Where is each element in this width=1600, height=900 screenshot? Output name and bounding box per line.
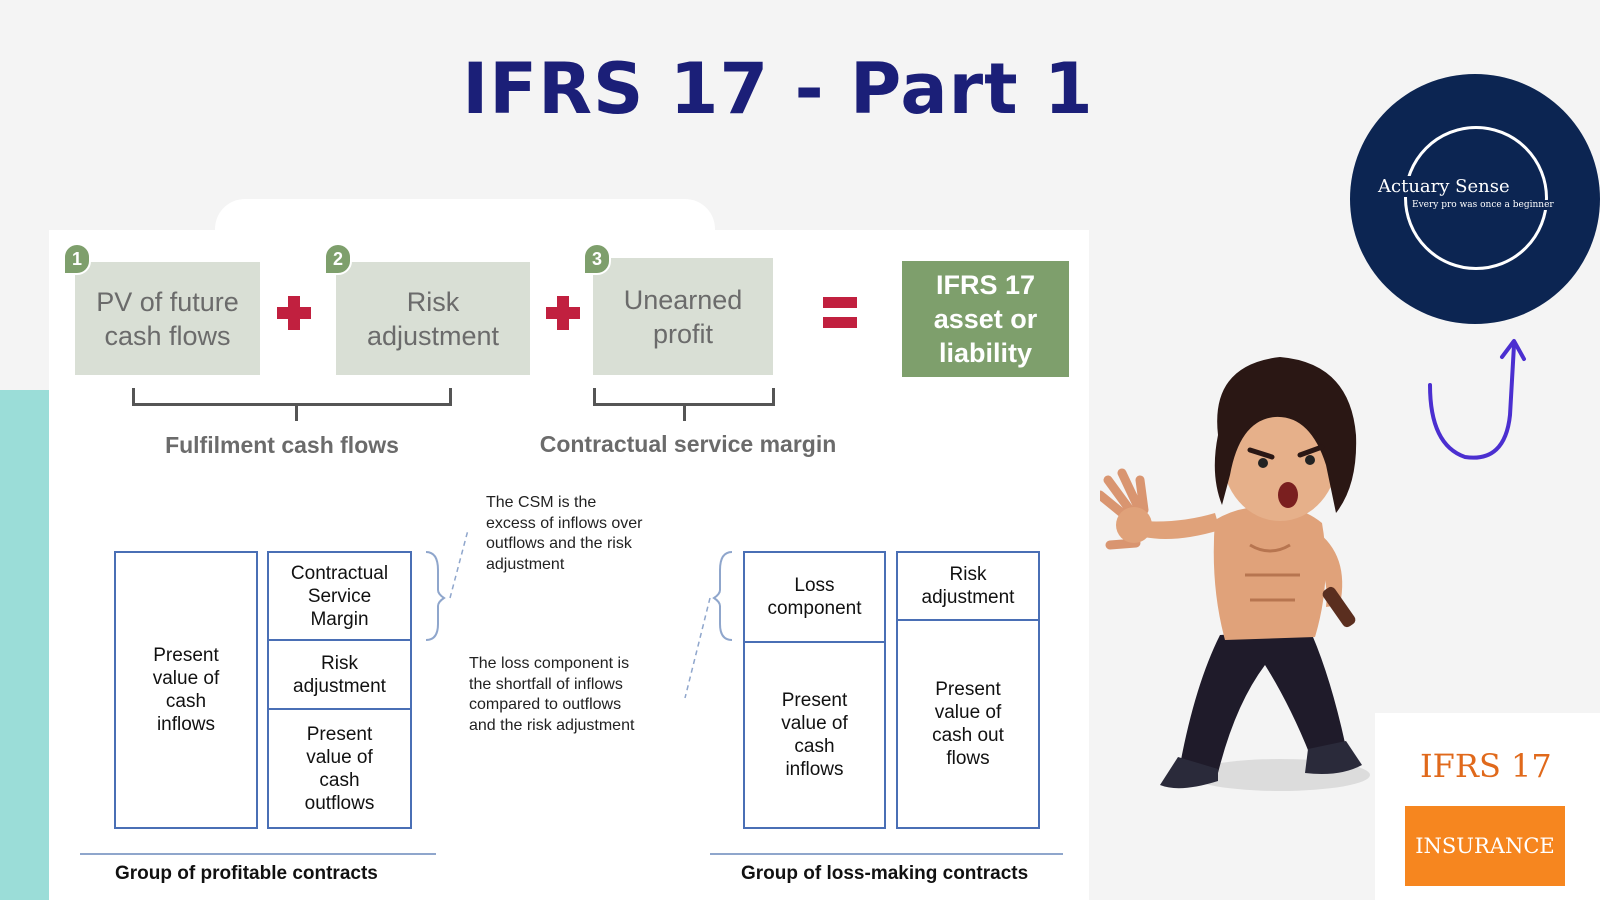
logo-name: Actuary Sense <box>1374 176 1514 197</box>
loss-component-note: The loss component is the shortfall of i… <box>469 655 635 734</box>
ifrs17-result-box: IFRS 17 asset or liability <box>902 261 1069 377</box>
profitable-group-label: Group of profitable contracts <box>115 863 378 884</box>
ifrs17-insurance-card: IFRS 17 INSURANCE <box>1375 713 1600 900</box>
csm-cell: Contractual Service Margin <box>267 551 412 641</box>
risk-adjustment-label: Risk adjustment <box>366 286 500 351</box>
logo-tagline: Every pro was once a beginner <box>1410 200 1556 210</box>
contractual-service-margin-label: Contractual service margin <box>539 431 837 457</box>
pv-future-cash-flows-box: PV of future cash flows <box>75 262 260 375</box>
teal-accent-strip <box>0 390 49 900</box>
pv-cash-inflows-cell: Present value of cash inflows <box>114 551 258 829</box>
loss-component-cell: Loss component <box>743 551 886 643</box>
actuary-sense-logo: Actuary Sense Every pro was once a begin… <box>1350 74 1600 324</box>
csm-callout-brace <box>425 551 446 641</box>
equals-icon <box>823 297 857 329</box>
plus-icon <box>546 296 580 330</box>
curved-arrow-icon <box>1428 339 1526 460</box>
csm-brace <box>593 388 775 406</box>
loss-making-divider <box>710 853 1063 855</box>
risk-adjustment-box: Risk adjustment <box>336 262 530 375</box>
loss-callout-brace <box>712 551 733 641</box>
step-2-badge: 2 <box>324 243 352 275</box>
profitable-divider <box>80 853 436 855</box>
plus-icon <box>277 296 311 330</box>
step-3-badge: 3 <box>583 243 611 275</box>
csm-callout-line <box>449 530 469 599</box>
cartoon-fighter-illustration <box>1100 357 1370 791</box>
annotation-connectors <box>425 530 733 699</box>
loss-risk-adjustment-cell: Risk adjustment <box>896 551 1040 621</box>
ifrs17-result-label: IFRS 17 asset or liability <box>933 270 1038 368</box>
ifrs17-card-title: IFRS 17 <box>1420 747 1552 785</box>
fulfilment-cash-flows-label: Fulfilment cash flows <box>165 432 399 458</box>
fulfilment-brace-stem <box>295 405 298 421</box>
pv-future-cash-flows-label: PV of future cash flows <box>96 286 239 351</box>
risk-adjustment-cell: Risk adjustment <box>267 639 412 710</box>
loss-making-group-label: Group of loss-making contracts <box>741 863 1029 884</box>
pv-cash-out-flows-cell: Present value of cash out flows <box>896 619 1040 829</box>
step-1-badge: 1 <box>63 243 91 275</box>
loss-pv-cash-inflows-cell: Present value of cash inflows <box>743 641 886 829</box>
pv-cash-outflows-cell: Present value of cash outflows <box>267 708 412 829</box>
unearned-profit-box: Unearned profit <box>593 258 773 375</box>
fulfilment-brace <box>132 388 452 406</box>
logo-ring <box>1404 126 1548 270</box>
loss-callout-line <box>684 597 711 699</box>
page-title: IFRS 17 - Part 1 <box>462 48 1094 130</box>
insurance-badge: INSURANCE <box>1405 806 1565 886</box>
unearned-profit-label: Unearned profit <box>623 284 743 349</box>
csm-note: The CSM is the excess of inflows over ou… <box>486 494 643 573</box>
csm-brace-stem <box>683 405 686 421</box>
